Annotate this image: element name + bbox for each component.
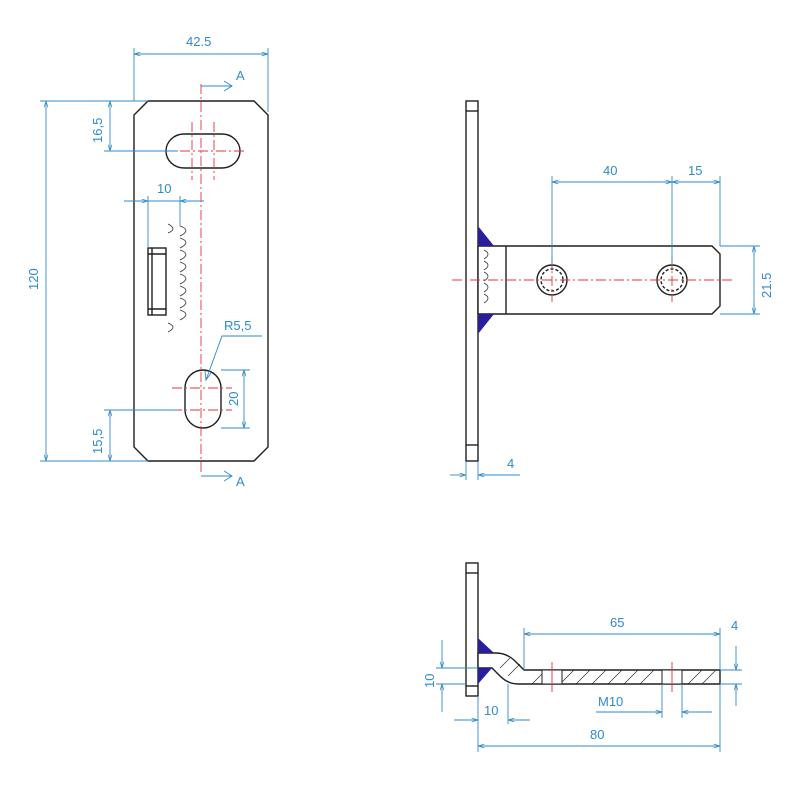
dim-sec-4-label: 4 — [731, 618, 738, 633]
dim-80-label: 80 — [590, 727, 604, 742]
dim-65-label: 65 — [610, 615, 624, 630]
dim-weld-label: 10 — [157, 181, 171, 196]
dim-width-label: 42.5 — [186, 34, 211, 49]
section-weld-top — [478, 638, 494, 653]
dim-height-label: 120 — [26, 268, 41, 290]
dim-top-label: 16,5 — [90, 118, 105, 143]
radius-label: R5,5 — [224, 318, 251, 333]
bottom-slot — [184, 369, 222, 429]
dim-4-label: 4 — [507, 456, 514, 471]
side-weld-seam — [483, 249, 489, 304]
dim-slot-label: 20 — [226, 392, 241, 406]
section-arrow-bottom-head — [223, 470, 233, 482]
side-view: 40 15 21.5 4 — [450, 100, 774, 480]
dim-40-label: 40 — [603, 163, 617, 178]
top-slot — [165, 133, 241, 169]
radius-leader-head — [204, 370, 212, 382]
section-arm — [477, 652, 721, 685]
section-label-bottom: A — [236, 474, 245, 489]
radius-leader — [205, 335, 262, 381]
dim-15-label: 15 — [688, 163, 702, 178]
section-plate — [465, 562, 479, 697]
plate-outline — [133, 100, 269, 462]
weld-fillet-bottom — [478, 314, 494, 334]
section-label-top: A — [236, 68, 245, 83]
weld-seam — [167, 223, 187, 333]
weld-fillet-top — [478, 226, 494, 246]
section-view: 65 4 10 10 M10 80 — [422, 562, 742, 752]
dim-m10-label: M10 — [598, 694, 623, 709]
section-weld-bottom — [478, 668, 492, 684]
dim-bottom-label: 15,5 — [90, 429, 105, 454]
side-plate — [465, 100, 479, 462]
dim-sec-10-bottom-label: 10 — [484, 703, 498, 718]
front-view: A A 42.5 120 16,5 10 R5,5 20 — [26, 34, 269, 489]
dim-sec-10-left-label: 10 — [422, 674, 437, 688]
section-arrow-top-head — [223, 80, 233, 92]
dim-21-5-label: 21.5 — [759, 273, 774, 298]
weld-block — [147, 247, 167, 316]
